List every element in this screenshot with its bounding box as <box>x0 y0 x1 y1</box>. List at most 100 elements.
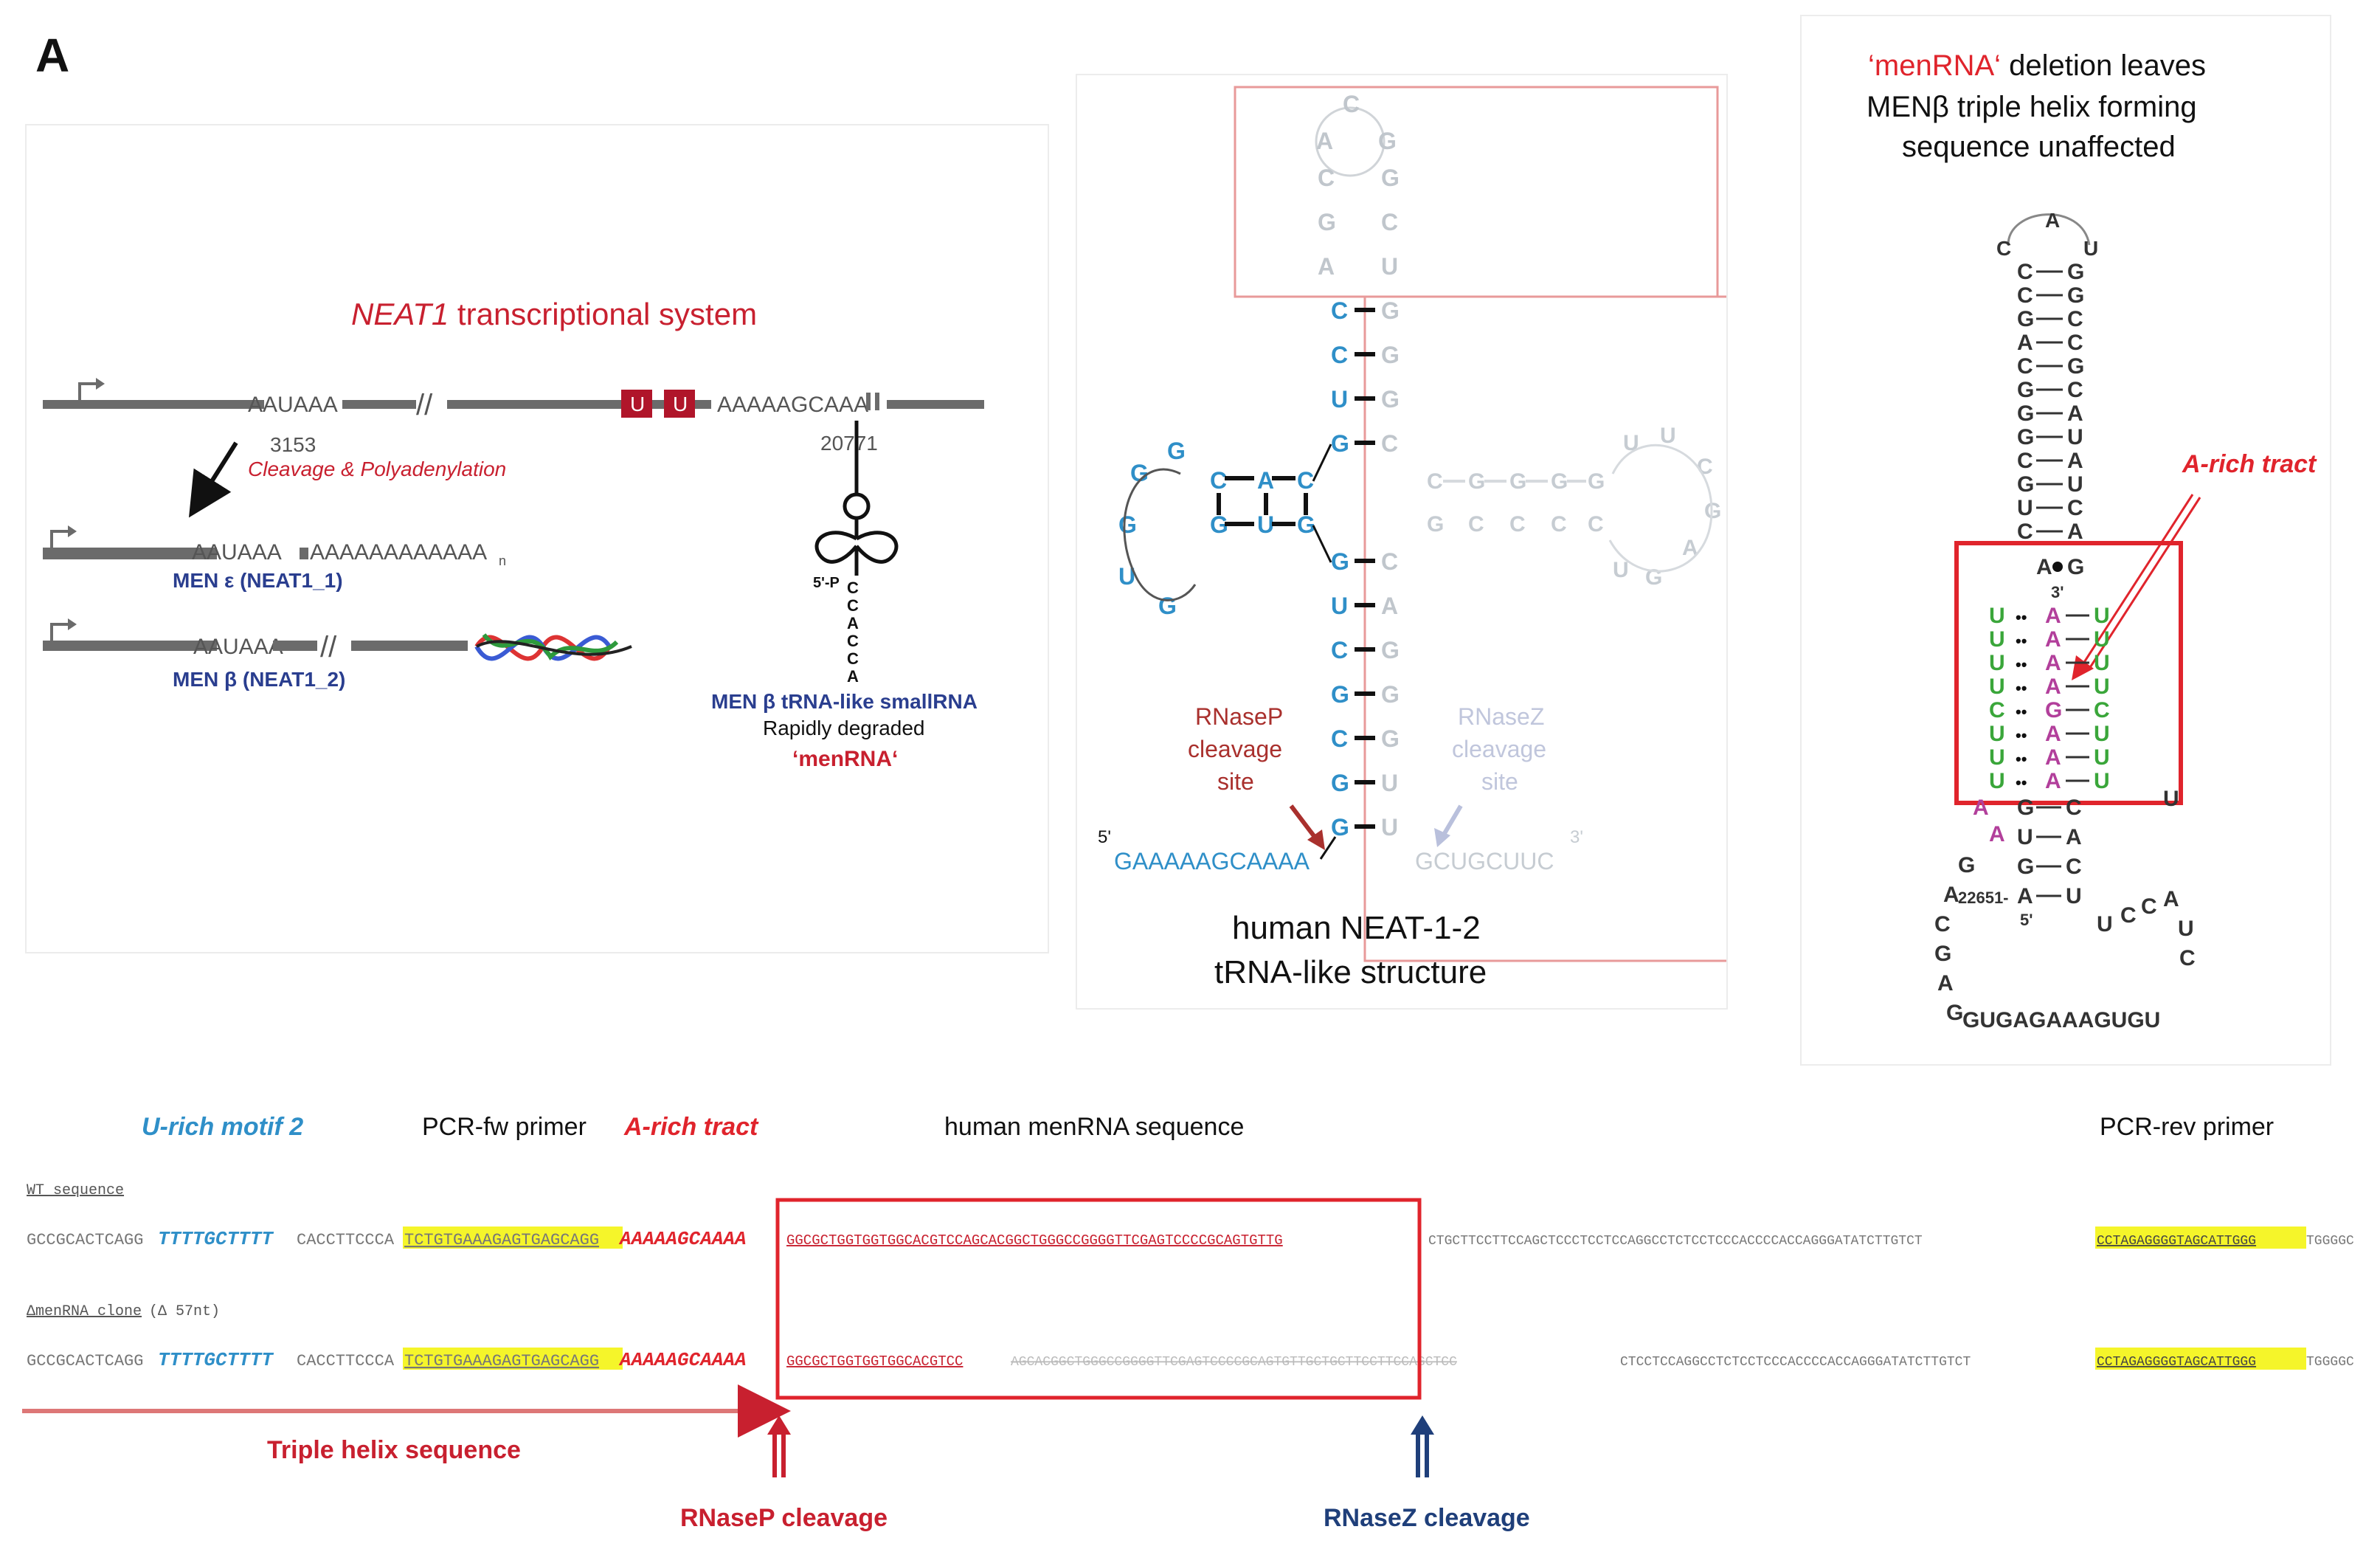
stem-base: C <box>2017 449 2033 473</box>
svg-text:C: C <box>1427 469 1443 494</box>
svg-text:C: C <box>847 596 859 615</box>
deletion-label: ΔmenRNA clone(Δ 57nt) <box>27 1303 220 1320</box>
helix-title-2: MENβ triple helix forming <box>1867 91 2197 123</box>
svg-text:C: C <box>1509 512 1526 537</box>
svg-text:••: •• <box>2016 608 2027 627</box>
svg-text:G: G <box>1297 511 1315 538</box>
menrna-label: ‘menRNA‘ <box>792 747 898 771</box>
svg-text:G: G <box>1551 469 1568 494</box>
triplex-base: A <box>2045 745 2061 770</box>
stem-base: A <box>2067 520 2083 544</box>
stem-base: C <box>2067 378 2083 402</box>
u-rich-header: U-rich motif 2 <box>142 1113 303 1141</box>
panel-label: A <box>35 29 70 82</box>
neat1-title: NEAT1 transcriptional system <box>351 297 757 331</box>
small-rna-label: MEN β tRNA-like smallRNA <box>711 690 978 713</box>
svg-text:A: A <box>847 614 859 632</box>
wt-downstream-seq: CTGCTTCCTTCCAGCTCCCTCCTCCAGGCCTCTCCTCCCA… <box>1428 1234 2354 1249</box>
svg-text:U: U <box>1118 563 1135 590</box>
triplex-base: U <box>2094 769 2110 793</box>
svg-text:A: A <box>1316 128 1333 154</box>
svg-text:G: G <box>1509 469 1526 494</box>
triplex-base: U <box>2094 651 2110 675</box>
svg-text:C: C <box>1210 467 1227 494</box>
stem-base: C <box>2017 354 2033 379</box>
svg-text:C: C <box>1297 467 1314 494</box>
svg-text:C: C <box>1468 512 1484 537</box>
triplex-base: A <box>2045 651 2061 675</box>
wt-sequence: GCCGCACTCAGG TTTTGCTTTT CACCTTCCCA TCTGT… <box>27 1228 747 1250</box>
svg-text:C: C <box>1331 725 1348 752</box>
sequence-panel: U-rich motif 2 PCR-fw primer A-rich trac… <box>22 1113 2354 1532</box>
triplex-base: A <box>2045 627 2061 652</box>
svg-text:G: G <box>1958 853 1975 877</box>
svg-text:U: U <box>2163 787 2179 811</box>
svg-text:••: •• <box>2016 703 2027 721</box>
svg-text:AAUAAA: AAUAAA <box>193 635 283 659</box>
svg-text:C: C <box>2066 855 2082 879</box>
svg-text:G: G <box>1118 511 1137 538</box>
stem-base: G <box>2017 307 2034 331</box>
men-epsilon-label: MEN ε (NEAT1_1) <box>173 569 343 592</box>
svg-text:C: C <box>1996 237 2011 260</box>
svg-text:••: •• <box>2016 726 2027 745</box>
svg-text:G: G <box>1381 297 1400 324</box>
svg-text:A: A <box>1937 971 1954 996</box>
svg-text:G: G <box>1158 593 1177 619</box>
stem-pairs <box>1355 308 1375 829</box>
stem-base: G <box>2017 472 2034 497</box>
rapidly-degraded-label: Rapidly degraded <box>763 717 925 739</box>
stem-base: C <box>2017 520 2033 544</box>
svg-text:G: G <box>1381 637 1400 663</box>
svg-text:3': 3' <box>1570 827 1583 847</box>
triplex-base: A <box>2045 769 2061 793</box>
svg-text:C: C <box>1588 512 1604 537</box>
svg-text:••: •• <box>2016 632 2027 650</box>
svg-text:••: •• <box>2016 655 2027 674</box>
svg-text:••: •• <box>2016 679 2027 697</box>
svg-text:U: U <box>2178 917 2194 941</box>
triplex-base: U <box>2094 604 2110 628</box>
svg-text:C: C <box>1331 297 1348 324</box>
svg-text:A: A <box>1257 467 1274 494</box>
seq-5prime-tail: GAAAAAGCAAAA <box>1114 848 1310 874</box>
triplex-base: A <box>2045 722 2061 746</box>
svg-text:G: G <box>1381 165 1400 191</box>
svg-text:U: U <box>2083 237 2098 260</box>
stem-base: A <box>2067 401 2083 426</box>
rnasez-cleavage-label: RNaseZ cleavage <box>1324 1504 1530 1532</box>
cleavage-label: Cleavage & Polyadenylation <box>248 458 506 480</box>
triplex-base: C <box>2094 698 2110 722</box>
triplex-base: U <box>1989 604 2005 628</box>
bottom-loop-seq: GUGAGAAAGUGU <box>1962 1008 2160 1032</box>
svg-text:3': 3' <box>2051 583 2064 601</box>
rnasep-cleavage-label: RNaseP cleavage <box>680 1504 888 1532</box>
menrna-seq-header: human menRNA sequence <box>944 1113 1244 1141</box>
triplex-base: A <box>2045 675 2061 699</box>
svg-text:A: A <box>2017 884 2033 908</box>
svg-text:A: A <box>2163 887 2179 911</box>
svg-text:U: U <box>673 393 688 415</box>
svg-text:G: G <box>1704 499 1721 523</box>
stem-base: C <box>2017 260 2033 284</box>
svg-text:G: G <box>1331 430 1349 457</box>
trna-caption-2: tRNA-like structure <box>1214 954 1487 990</box>
svg-text:A: A <box>2036 555 2052 579</box>
svg-text:U: U <box>1331 593 1348 619</box>
break-icon: // <box>416 389 433 421</box>
stem-base: G <box>2067 283 2084 308</box>
trna-icon <box>814 421 899 576</box>
svg-text:C: C <box>1331 342 1348 368</box>
svg-text:C: C <box>847 632 859 650</box>
acceptor-box <box>1234 86 1719 298</box>
svg-text:G: G <box>1381 725 1400 752</box>
stem-base: G <box>2067 354 2084 379</box>
neat1-gene-line: AAUAAA // U U AAAAAGCAAA 3153 Cleavage &… <box>43 378 984 480</box>
neat1-diagram: NEAT1 transcriptional system AAUAAA // U… <box>43 297 984 771</box>
triplex-base: U <box>1989 745 2005 770</box>
triplex-base: A <box>2045 604 2061 628</box>
svg-text:5': 5' <box>1098 827 1111 847</box>
